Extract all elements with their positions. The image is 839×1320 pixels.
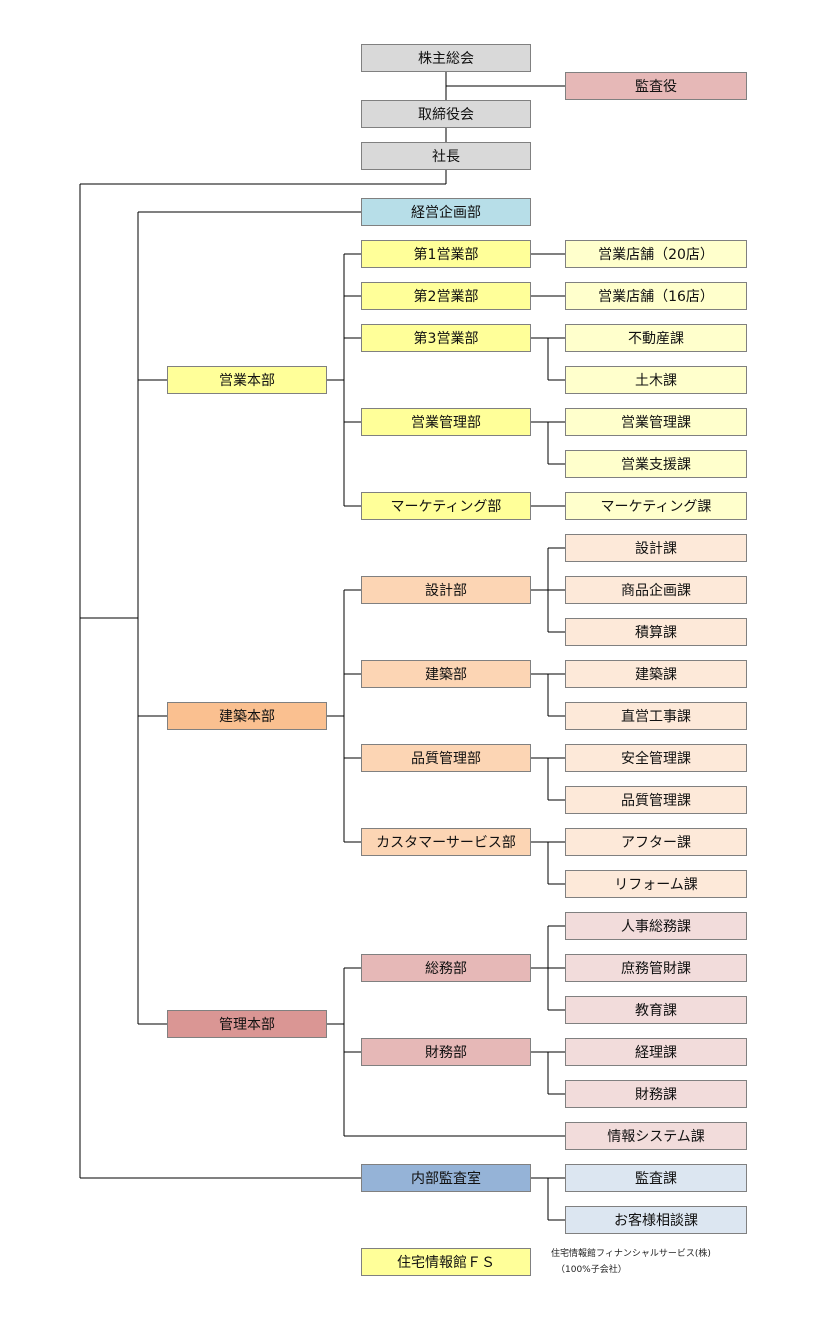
- sales-section-2-1: 営業店舗（16店）: [565, 282, 747, 310]
- planning-box: 経営企画部: [361, 198, 531, 226]
- admin-section-2-1: 経理課: [565, 1038, 747, 1066]
- construction-section-1-3: 積算課: [565, 618, 747, 646]
- admin-box: 管理本部: [167, 1010, 327, 1038]
- admin-direct-section: 情報システム課: [565, 1122, 747, 1150]
- sales-dept-4: 営業管理部: [361, 408, 531, 436]
- subsidiary-box: 住宅情報館ＦＳ: [361, 1248, 531, 1276]
- internal-audit-box: 内部監査室: [361, 1164, 531, 1192]
- sales-section-3-2: 土木課: [565, 366, 747, 394]
- subsidiary-note-line1: 住宅情報館フィナンシャルサービス(株): [551, 1249, 711, 1259]
- sales-dept-1: 第1営業部: [361, 240, 531, 268]
- shareholders-box: 株主総会: [361, 44, 531, 72]
- sales-section-3-1: 不動産課: [565, 324, 747, 352]
- sales-section-4-1: 営業管理課: [565, 408, 747, 436]
- construction-section-2-1: 建築課: [565, 660, 747, 688]
- admin-section-1-2: 庶務管財課: [565, 954, 747, 982]
- construction-section-3-1: 安全管理課: [565, 744, 747, 772]
- construction-section-3-2: 品質管理課: [565, 786, 747, 814]
- construction-dept-2: 建築部: [361, 660, 531, 688]
- admin-section-1-1: 人事総務課: [565, 912, 747, 940]
- admin-section-1-3: 教育課: [565, 996, 747, 1024]
- construction-dept-4: カスタマーサービス部: [361, 828, 531, 856]
- construction-box: 建築本部: [167, 702, 327, 730]
- construction-section-1-1: 設計課: [565, 534, 747, 562]
- auditor-box: 監査役: [565, 72, 747, 100]
- admin-dept-2: 財務部: [361, 1038, 531, 1066]
- construction-section-4-1: アフター課: [565, 828, 747, 856]
- subsidiary-note-line2: （100%子会社）: [556, 1265, 627, 1275]
- internal-audit-section-1: 監査課: [565, 1164, 747, 1192]
- sales-dept-2: 第2営業部: [361, 282, 531, 310]
- admin-section-2-2: 財務課: [565, 1080, 747, 1108]
- construction-dept-3: 品質管理部: [361, 744, 531, 772]
- sales-section-4-2: 営業支援課: [565, 450, 747, 478]
- construction-section-4-2: リフォーム課: [565, 870, 747, 898]
- construction-section-1-2: 商品企画課: [565, 576, 747, 604]
- sales-dept-3: 第3営業部: [361, 324, 531, 352]
- sales-section-1-1: 営業店舗（20店）: [565, 240, 747, 268]
- board-box: 取締役会: [361, 100, 531, 128]
- construction-section-2-2: 直営工事課: [565, 702, 747, 730]
- sales-section-5-1: マーケティング課: [565, 492, 747, 520]
- construction-dept-1: 設計部: [361, 576, 531, 604]
- admin-dept-1: 総務部: [361, 954, 531, 982]
- president-box: 社長: [361, 142, 531, 170]
- sales-dept-5: マーケティング部: [361, 492, 531, 520]
- internal-audit-section-2: お客様相談課: [565, 1206, 747, 1234]
- sales-box: 営業本部: [167, 366, 327, 394]
